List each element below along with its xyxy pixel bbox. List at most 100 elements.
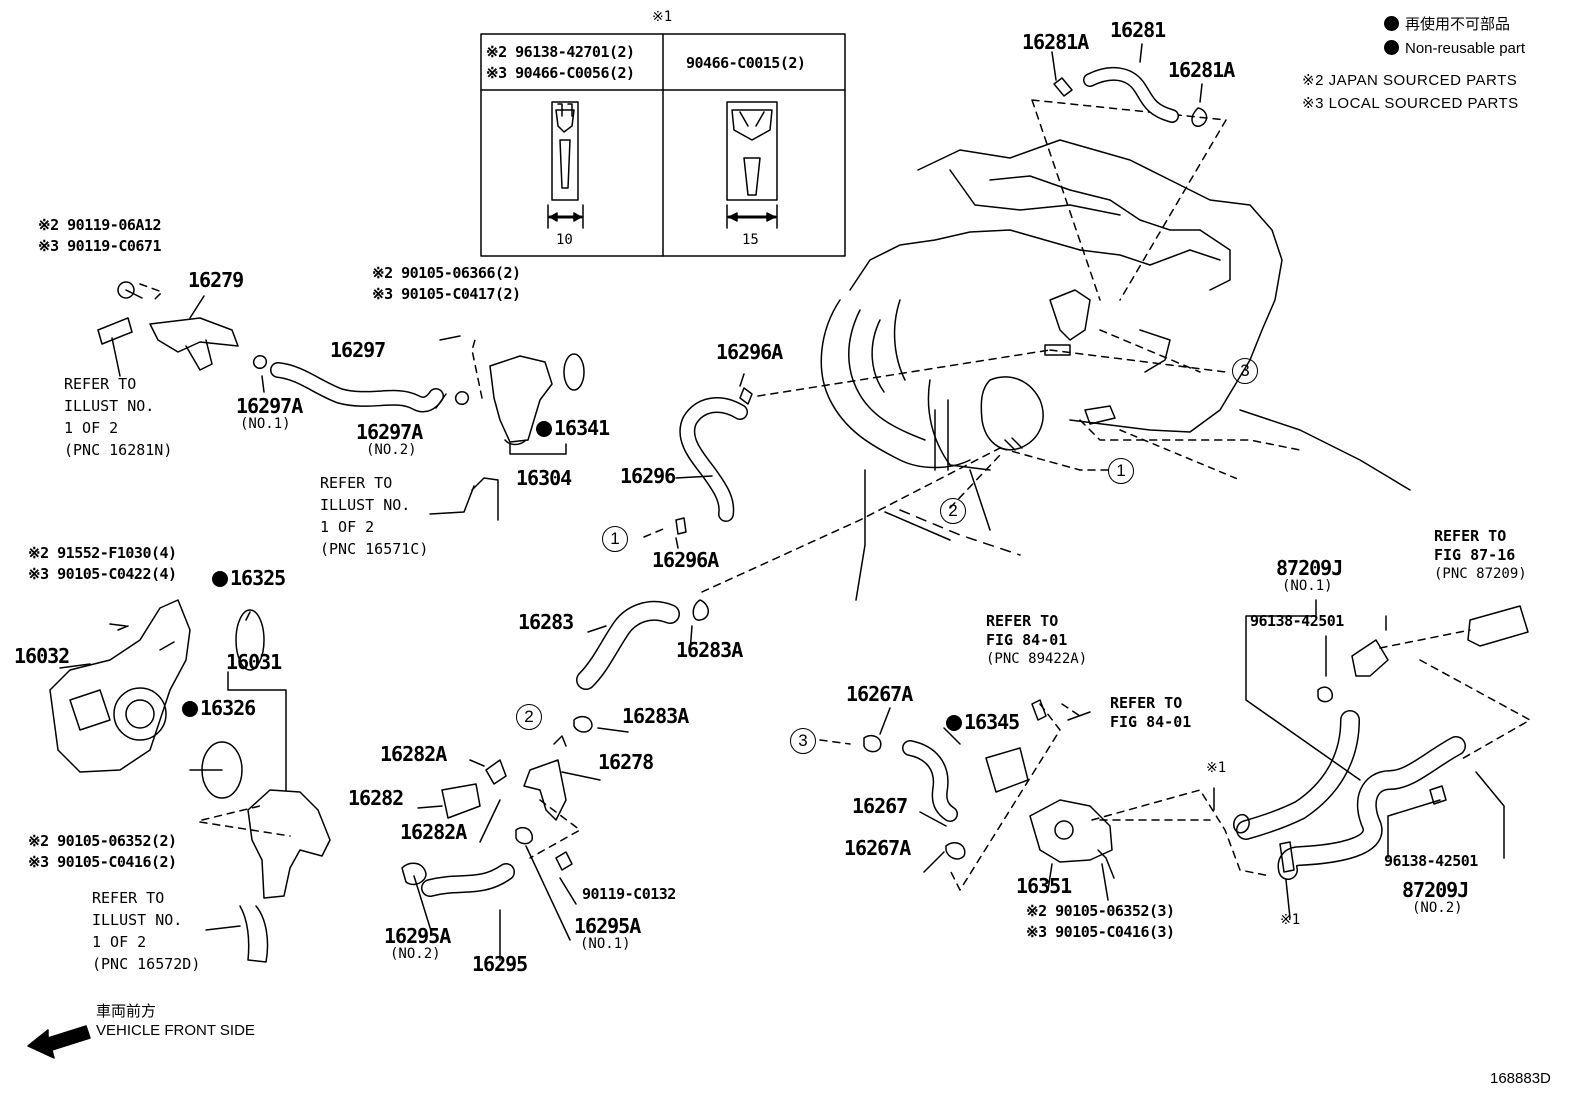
part-87209J-no2: 87209J <box>1402 878 1469 902</box>
clip-icon-10 <box>547 101 584 229</box>
callout-1-left: 1 <box>602 526 628 552</box>
ref-line: REFER TO <box>92 889 165 907</box>
clip-table <box>480 33 846 257</box>
ref-line: (PNC 89422A) <box>986 651 1088 667</box>
nonreusable-dot-icon <box>946 715 962 731</box>
filled-dot-icon <box>1384 16 1399 31</box>
callout-3-left: 3 <box>790 728 816 754</box>
part-96138-42501-upper: 96138-42501 <box>1250 612 1344 630</box>
part-16281: 16281 <box>1110 18 1166 42</box>
clip-left-line1: ※2 96138-42701(2) <box>486 43 635 61</box>
legend-nonreusable-jp: 再使用不可部品 <box>1384 13 1510 34</box>
part-16267A-upper: 16267A <box>846 682 913 706</box>
part-16295A-no1: 16295A <box>574 914 641 938</box>
part-16304: 16304 <box>516 466 572 490</box>
part-90119-C0132: 90119-C0132 <box>582 885 676 903</box>
hose-16281 <box>1053 66 1208 127</box>
part-16296: 16296 <box>620 464 676 488</box>
water-pump-16032 <box>49 599 265 799</box>
ref-line: (PNC 87209) <box>1434 566 1527 582</box>
ref-line: REFER TO <box>64 375 137 393</box>
front-side-en: VEHICLE FRONT SIDE <box>96 1022 255 1039</box>
callout-3-engine: 3 <box>1232 358 1258 384</box>
callout-2-engine: 2 <box>940 498 966 524</box>
part-96138-42501-lower: 96138-42501 <box>1384 852 1478 870</box>
diagram-id: 168883D <box>1490 1070 1551 1087</box>
dashed-leaders <box>139 99 1531 891</box>
part-16295: 16295 <box>472 952 528 976</box>
hose-87209j <box>1233 605 1529 880</box>
part-16351: 16351 <box>1016 874 1072 898</box>
part-90105-06352-right: ※2 90105-06352(3) <box>1026 902 1175 920</box>
part-90105-C0416-right: ※3 90105-C0416(3) <box>1026 923 1175 941</box>
ref-16572D: REFER TO ILLUST NO. 1 OF 2 (PNC 16572D) <box>92 887 200 975</box>
part-87209J-no2-sub: (NO.2) <box>1412 900 1463 916</box>
ref-line: FIG 84-01 <box>1110 713 1192 731</box>
ref-line: REFER TO <box>986 612 1059 630</box>
legend-note-2: ※2 JAPAN SOURCED PARTS <box>1302 72 1518 89</box>
hose-16296 <box>675 387 753 535</box>
part-16267: 16267 <box>852 794 908 818</box>
part-16278: 16278 <box>598 750 654 774</box>
callout-2-left: 2 <box>516 704 542 730</box>
part-90105-06366: ※2 90105-06366(2) <box>372 264 521 282</box>
ref-fig8401-a: REFER TO FIG 84-01 (PNC 89422A) <box>986 612 1087 669</box>
ref-fig8716: REFER TO FIG 87-16 (PNC 87209) <box>1434 527 1527 584</box>
part-16345: 16345 <box>946 710 1020 734</box>
part-16281A-left: 16281A <box>1022 30 1089 54</box>
ref-line: (PNC 16571C) <box>320 540 429 558</box>
ref-line: REFER TO <box>320 474 393 492</box>
part-16297A-no1-sub: (NO.1) <box>240 416 291 432</box>
clip-table-mark: ※1 <box>652 9 673 25</box>
leader-lines <box>59 43 1505 961</box>
ref-line: ILLUST NO. <box>64 397 155 415</box>
part-16267A-lower: 16267A <box>844 836 911 860</box>
part-90105-06352-left: ※2 90105-06352(2) <box>28 832 177 850</box>
part-16296A-top: 16296A <box>716 340 783 364</box>
clip-left-dim: 10 <box>556 232 573 248</box>
part-16326: 16326 <box>182 696 256 720</box>
part-87209J-no1: 87209J <box>1276 556 1343 580</box>
part-16279: 16279 <box>188 268 244 292</box>
part-16282A-upper: 16282A <box>380 742 447 766</box>
part-90105-C0417: ※3 90105-C0417(2) <box>372 285 521 303</box>
water-inlet-16031 <box>239 789 331 963</box>
hose-16267 <box>863 734 1029 860</box>
ref-line: (PNC 16281N) <box>64 441 173 459</box>
callout-1-engine: 1 <box>1108 458 1134 484</box>
part-16296A-bottom: 16296A <box>652 548 719 572</box>
ref-fig8401-b: REFER TO FIG 84-01 <box>1110 694 1191 732</box>
part-16341: 16341 <box>536 416 610 440</box>
part-87209J-no1-sub: (NO.1) <box>1282 578 1333 594</box>
part-16031: 16031 <box>226 650 282 674</box>
legend-note-3: ※3 LOCAL SOURCED PARTS <box>1302 95 1519 112</box>
ref-line: 1 OF 2 <box>64 419 119 437</box>
ref-line: (PNC 16572D) <box>92 955 201 973</box>
part-16283A-upper: 16283A <box>676 638 743 662</box>
nonreusable-dot-icon <box>536 421 552 437</box>
part-90119-06A12: ※2 90119-06A12 <box>38 216 161 234</box>
part-16282: 16282 <box>348 786 404 810</box>
part-16295A-no1-sub: (NO.1) <box>580 936 631 952</box>
nonreusable-dot-icon <box>212 571 228 587</box>
filled-dot-icon <box>1384 40 1399 55</box>
water-bypass-16279 <box>97 281 239 371</box>
mark-1-upper: ※1 <box>1206 760 1227 776</box>
ref-line: ILLUST NO. <box>320 496 411 514</box>
part-16297A-no2-sub: (NO.2) <box>366 442 417 458</box>
clip-left-line2: ※3 90466-C0056(2) <box>486 64 635 82</box>
mark-1-lower: ※1 <box>1280 912 1301 928</box>
part-90105-C0416-left: ※3 90105-C0416(2) <box>28 853 177 871</box>
part-16283A-lower: 16283A <box>622 704 689 728</box>
front-side-jp: 車両前方 <box>96 1003 157 1020</box>
ref-line: FIG 84-01 <box>986 631 1068 649</box>
front-arrow-icon <box>27 1025 91 1059</box>
water-outlet-16304 <box>439 335 585 521</box>
part-16297A-no2: 16297A <box>356 420 423 444</box>
part-16297A-no1: 16297A <box>236 394 303 418</box>
clip-right-dim: 15 <box>742 232 759 248</box>
ref-line: REFER TO <box>1110 694 1183 712</box>
part-16295A-no2-sub: (NO.2) <box>390 946 441 962</box>
parts-center-bottom <box>401 735 573 897</box>
